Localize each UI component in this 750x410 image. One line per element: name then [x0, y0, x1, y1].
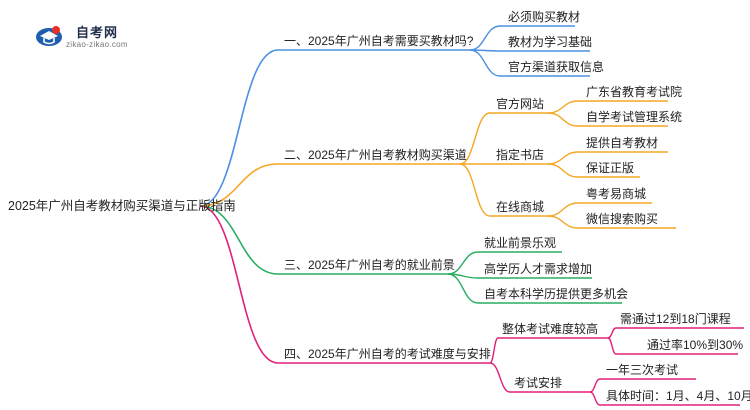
branch-3-item: 就业前景乐观 [484, 236, 557, 250]
branch-2-subitem: 提供自考教材 [586, 136, 659, 150]
connector-line [199, 205, 279, 364]
branch-2-subitem: 自学考试管理系统 [586, 110, 683, 124]
connector-line [547, 202, 579, 217]
connector-line [489, 362, 511, 393]
connector-line [199, 205, 279, 275]
connector-line [547, 100, 579, 114]
connector-line [547, 112, 579, 127]
branch-2-item: 在线商城 [496, 200, 545, 214]
branch-3-label: 三、2025年广州自考的就业前景 [284, 258, 455, 272]
connector-line [607, 337, 617, 355]
branch-2-subitem: 广东省教育考试院 [586, 85, 683, 99]
branch-4-subitem: 通过率10%到30% [647, 338, 744, 352]
branch-2-subitem: 保证正版 [586, 161, 635, 175]
connector-line [199, 49, 279, 207]
branch-4-subitem: 需通过12到18门课程 [620, 312, 731, 326]
connector-line [199, 163, 279, 207]
branch-2-label: 二、2025年广州自考教材购买渠道 [284, 148, 467, 162]
root-topic: 2025年广州自考教材购买渠道与正版指南 [8, 199, 236, 213]
connector-line [459, 163, 491, 217]
branch-4-label: 四、2025年广州自考的考试难度与安排 [284, 347, 491, 361]
branch-2-subitem: 微信搜索购买 [586, 212, 659, 226]
connector-line [489, 337, 499, 364]
connector-line [589, 378, 601, 393]
connector-line [447, 273, 479, 304]
branch-1-label: 一、2025年广州自考需要买教材吗? [284, 34, 474, 48]
connector-line [547, 151, 579, 165]
connector-line [589, 391, 601, 406]
branch-3-item: 高学历人才需求增加 [484, 262, 593, 276]
branch-3-item: 自考本科学历提供更多机会 [484, 287, 629, 301]
branch-1-item: 必须购买教材 [508, 10, 581, 24]
branch-4-item: 考试安排 [514, 376, 563, 390]
branch-2-item: 官方网站 [496, 97, 545, 111]
branch-1-item: 教材为学习基础 [508, 35, 593, 49]
logo-domain: zikao-zikao.com [66, 40, 128, 49]
connector-line [547, 215, 579, 229]
branch-4-subitem: 一年三次考试 [606, 363, 679, 377]
logo-brand: 自考网 [76, 25, 119, 40]
connector-line [459, 112, 491, 165]
connector-line [469, 25, 501, 51]
branch-1-item: 官方渠道获取信息 [508, 60, 605, 74]
connector-line [547, 163, 579, 178]
connector-line [469, 49, 501, 77]
branch-2-item: 指定书店 [496, 148, 545, 162]
branch-4-subitem: 具体时间：1月、4月、10月 [606, 389, 750, 403]
branch-4-item: 整体考试难度较高 [502, 322, 599, 336]
logo-icon [34, 24, 64, 48]
connector-line [447, 251, 479, 275]
branch-2-subitem: 粤考易商城 [586, 187, 647, 201]
connector-line [607, 327, 617, 339]
